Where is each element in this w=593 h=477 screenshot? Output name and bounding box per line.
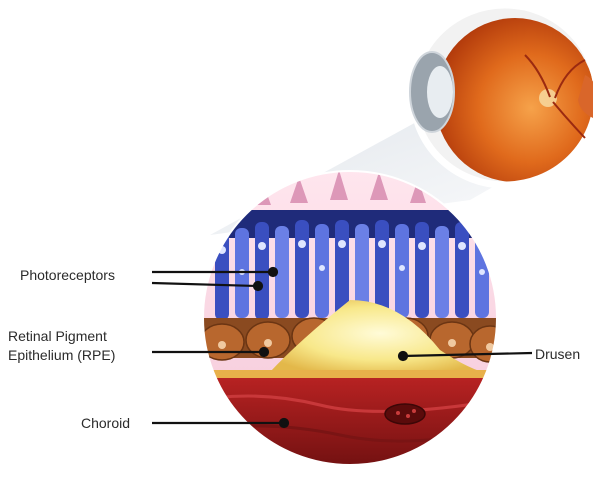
choroid-layer: [200, 378, 500, 472]
eyeball-illustration: [410, 5, 593, 185]
photoreceptors-label: Photoreceptors: [20, 266, 115, 284]
rpe-label-line1: Retinal Pigment: [8, 327, 107, 345]
rpe-dot: [260, 348, 268, 356]
rpe-label-line2: Epithelium (RPE): [8, 346, 115, 364]
drusen-dot: [399, 352, 407, 360]
photoreceptors-dot-2: [254, 282, 262, 290]
photoreceptors-dot-1: [269, 268, 277, 276]
choroid-dot: [280, 419, 288, 427]
choroid-label: Choroid: [81, 414, 130, 432]
blood-vessel: [385, 404, 425, 424]
drusen-label: Drusen: [535, 345, 580, 363]
